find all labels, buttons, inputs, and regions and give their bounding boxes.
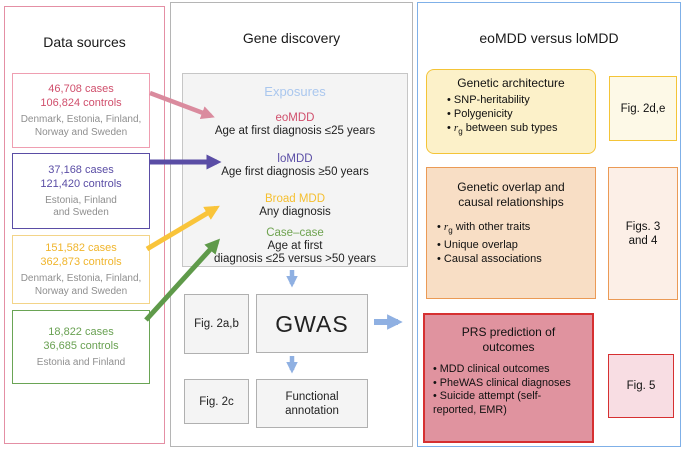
functional-annotation-line: Functional (285, 390, 339, 403)
gene-discovery-title: Gene discovery (242, 30, 341, 46)
genetic-overlap-title-line: Genetic overlap and (457, 180, 565, 194)
panel-eomdd-versus-lomdd: eoMDD versus loMDD Genetic architecture … (417, 2, 681, 447)
exposure-label: Broad MDD (264, 193, 326, 205)
cohort-region-line: Estonia, Finland (45, 194, 117, 206)
exposure-case-case: Case–case Age at first diagnosis ≤25 ver… (183, 227, 407, 267)
cohort-controls: 121,420 controls (40, 177, 122, 190)
prs-title-line: outcomes (482, 340, 535, 354)
cohort-region-line: Denmark, Estonia, Finland, (20, 114, 142, 125)
exposure-broad-mdd: Broad MDD Any diagnosis (183, 193, 407, 220)
cohort-controls: 362,873 controls (40, 256, 122, 268)
exposure-desc: Age at first diagnosis ≤25 years (214, 125, 376, 137)
exposure-desc: Any diagnosis (259, 206, 331, 218)
bullet-causal-associations: • Causal associations (437, 253, 542, 266)
fig-2c-box: Fig. 2c (184, 379, 249, 424)
exposure-desc: Age at first (267, 239, 323, 252)
exposure-label: loMDD (277, 152, 313, 165)
fig-5-label: Fig. 5 (626, 380, 656, 392)
bullet-snp-heritability: • SNP-heritability (447, 94, 530, 106)
cohort-controls: 36,685 controls (43, 339, 119, 352)
fig-2ab-box: Fig. 2a,b (184, 294, 249, 354)
exposure-eomdd: eoMDD Age at first diagnosis ≤25 years (183, 112, 407, 139)
gwas-box: GWAS (256, 294, 368, 353)
figs-3-4-box: Figs. 3 and 4 (608, 167, 678, 300)
bullet-rg-between-subtypes: • rg between sub types (447, 122, 558, 137)
exposure-label: eoMDD (275, 112, 315, 124)
exposure-desc: Age first diagnosis ≥50 years (221, 165, 369, 178)
fig-2ab-label: Fig. 2a,b (194, 318, 239, 330)
gwas-label: GWAS (275, 310, 349, 337)
prs-title-line: PRS prediction of (461, 325, 556, 339)
exposures-heading: Exposures (264, 84, 326, 99)
cohort-controls: 106,824 controls (40, 97, 122, 109)
fig-5-box: Fig. 5 (608, 354, 674, 418)
cohort-region-line: Norway and Sweden (34, 285, 128, 297)
prs-prediction-box: PRS prediction of outcomes • MDD clinica… (423, 313, 594, 443)
figs-3-4-line: Figs. 3 (625, 220, 661, 233)
cohort-region-line: and Sweden (53, 207, 109, 218)
cohort-region-line: Estonia and Finland (36, 356, 126, 368)
panel-data-sources: Data sources 46,708 cases 106,824 contro… (4, 6, 165, 444)
exposures-box: Exposures eoMDD Age at first diagnosis ≤… (182, 73, 408, 267)
cohort-cases: 37,168 cases (48, 163, 114, 176)
cohort-region-line: Norway and Sweden (34, 126, 128, 138)
bullet-mdd-clinical-outcomes: • MDD clinical outcomes (433, 363, 550, 375)
cohort-box-broad-mdd: 151,582 cases 362,873 controls Denmark, … (12, 235, 150, 304)
genetic-architecture-box: Genetic architecture • SNP-heritability … (426, 69, 596, 154)
cohort-box-lomdd: 37,168 cases 121,420 controls Estonia, F… (12, 153, 150, 229)
bullet-phewas-diagnoses: • PheWAS clinical diagnoses (433, 376, 571, 389)
bullet-rg-other-traits: • rg with other traits (437, 221, 531, 236)
fig-2c-label: Fig. 2c (199, 395, 234, 408)
data-sources-title: Data sources (43, 34, 126, 50)
functional-annotation-line: annotation (285, 404, 339, 417)
cohort-cases: 151,582 cases (45, 242, 117, 254)
genetic-overlap-title-line: causal relationships (458, 195, 564, 209)
cohort-cases: 46,708 cases (48, 83, 114, 95)
fig-2de-label: Fig. 2d,e (620, 102, 666, 115)
genetic-overlap-box: Genetic overlap and causal relationships… (426, 167, 596, 299)
bullet-polygenicity: • Polygenicity (447, 108, 513, 120)
bullet-suicide-attempt: • Suicide attempt (self-reported, EMR) (433, 390, 542, 416)
cohort-box-case-case: 18,822 cases 36,685 controls Estonia and… (12, 310, 150, 384)
comparison-title: eoMDD versus loMDD (479, 30, 619, 46)
exposure-label: Case–case (266, 226, 324, 239)
cohort-cases: 18,822 cases (48, 325, 114, 338)
exposure-desc: diagnosis ≤25 versus >50 years (214, 253, 376, 265)
functional-annotation-box: Functional annotation (256, 379, 368, 428)
panel-gene-discovery: Gene discovery Exposures eoMDD Age at fi… (170, 2, 413, 447)
genetic-architecture-title: Genetic architecture (457, 76, 565, 90)
cohort-region-line: Denmark, Estonia, Finland, (20, 273, 142, 284)
exposure-lomdd: loMDD Age first diagnosis ≥50 years (183, 153, 407, 180)
fig-2de-box: Fig. 2d,e (609, 76, 677, 141)
figs-3-4-line: and 4 (628, 234, 658, 247)
bullet-unique-overlap: • Unique overlap (437, 239, 518, 252)
cohort-box-eomdd: 46,708 cases 106,824 controls Denmark, E… (12, 73, 150, 148)
